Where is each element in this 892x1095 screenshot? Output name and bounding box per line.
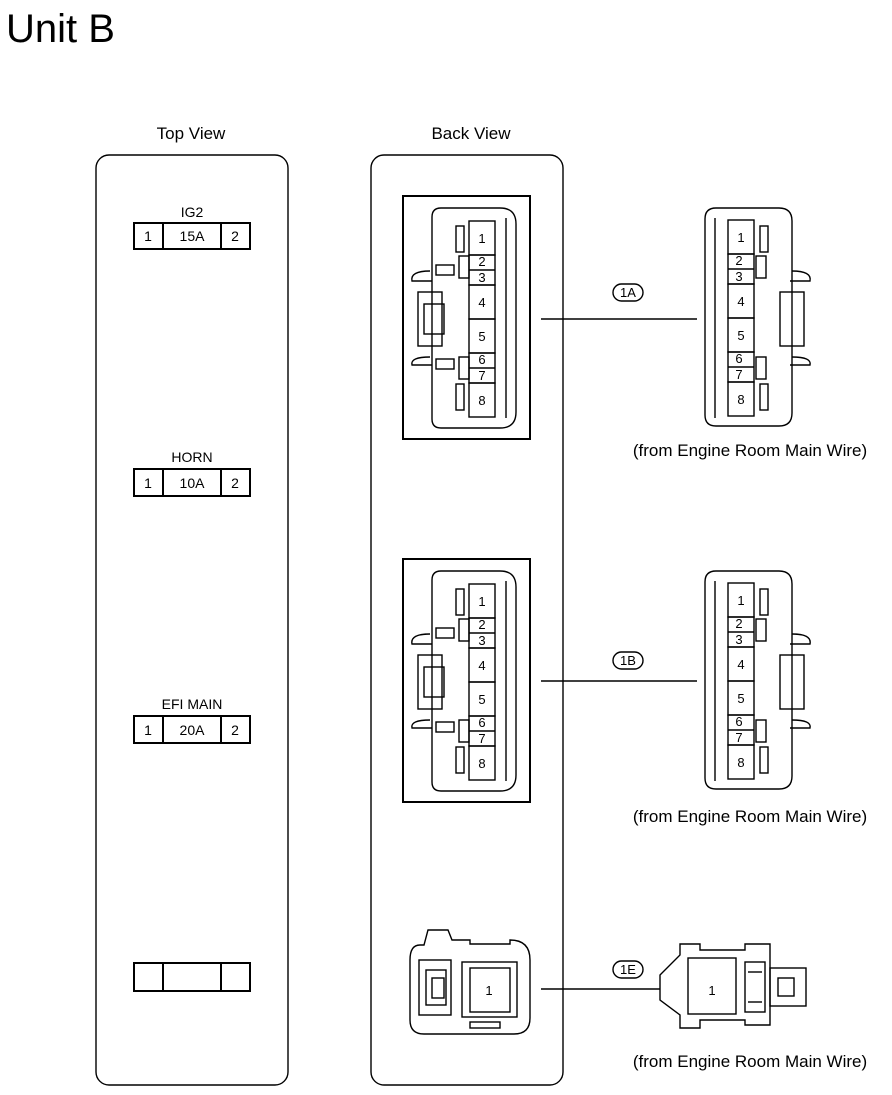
fuse-terminal-left: 1 xyxy=(144,228,152,244)
pin-label: 4 xyxy=(478,658,485,673)
pin-label: 3 xyxy=(735,269,742,284)
pin-label: 2 xyxy=(478,617,485,632)
fuse-name: HORN xyxy=(171,449,212,465)
pin-label: 5 xyxy=(478,329,485,344)
fuse-rating: 20A xyxy=(180,722,206,738)
pin-label: 3 xyxy=(478,270,485,285)
fuse-empty-slot xyxy=(133,962,251,992)
connector-id: 1A xyxy=(620,285,636,300)
fuse-efi-main: EFI MAIN 1 20A 2 xyxy=(133,696,251,744)
pin-label: 7 xyxy=(478,731,485,746)
pin-label: 1 xyxy=(708,983,715,998)
pin-label: 6 xyxy=(478,352,485,367)
pin-label: 1 xyxy=(478,231,485,246)
pin-label: 3 xyxy=(735,632,742,647)
pin-label: 2 xyxy=(478,254,485,269)
connector-id: 1E xyxy=(620,962,636,977)
top-view-label: Top View xyxy=(157,124,226,143)
pin-label: 5 xyxy=(737,691,744,706)
fuse-ig2: IG2 1 15A 2 xyxy=(133,204,251,250)
pin-label: 4 xyxy=(737,657,744,672)
pin-label: 8 xyxy=(737,755,744,770)
fuse-terminal-right: 2 xyxy=(231,228,239,244)
connector-1a-back: 1 2 3 4 5 6 7 8 xyxy=(402,195,531,440)
fuse-horn: HORN 1 10A 2 xyxy=(133,449,251,497)
pin-label: 8 xyxy=(737,392,744,407)
pin-label: 3 xyxy=(478,633,485,648)
pin-label: 2 xyxy=(735,253,742,268)
pin-label: 5 xyxy=(737,328,744,343)
pin-label: 5 xyxy=(478,692,485,707)
connector-1b-source: (from Engine Room Main Wire) xyxy=(633,807,867,826)
pin-label: 2 xyxy=(735,616,742,631)
connector-1e-back: 1 xyxy=(409,929,531,1035)
fuse-terminal-right: 2 xyxy=(231,722,239,738)
fuse-body xyxy=(133,222,251,250)
connector-1b-tag: 1B xyxy=(612,651,644,670)
connector-1b-harness: 1 2 3 4 5 6 7 8 xyxy=(704,570,811,790)
pin-label: 1 xyxy=(737,593,744,608)
fuse-name: EFI MAIN xyxy=(162,696,223,712)
connector-1a-tag: 1A xyxy=(612,283,644,302)
pin-label: 7 xyxy=(735,367,742,382)
back-view-label: Back View xyxy=(431,124,511,143)
fuse-body xyxy=(133,715,251,744)
fuse-rating: 15A xyxy=(180,228,206,244)
fuse-name: IG2 xyxy=(181,204,204,220)
pin-label: 6 xyxy=(478,715,485,730)
fuse-body xyxy=(133,962,251,992)
fuse-terminal-left: 1 xyxy=(144,475,152,491)
connector-id: 1B xyxy=(620,653,636,668)
diagram-title: Unit B xyxy=(6,7,115,51)
back-view-panel xyxy=(370,154,564,1086)
connector-1e-harness: 1 xyxy=(659,943,807,1029)
pin-label: 1 xyxy=(478,594,485,609)
pin-label: 4 xyxy=(478,295,485,310)
pin-label: 4 xyxy=(737,294,744,309)
connector-1b-back: 1 2 3 4 5 6 7 8 xyxy=(402,558,531,803)
pin-label: 8 xyxy=(478,756,485,771)
pin-label: 6 xyxy=(735,351,742,366)
fuse-terminal-left: 1 xyxy=(144,722,152,738)
connector-1e-source: (from Engine Room Main Wire) xyxy=(633,1052,867,1071)
fuse-rating: 10A xyxy=(180,475,206,491)
pin-label: 1 xyxy=(737,230,744,245)
fuse-body xyxy=(133,468,251,497)
connector-1a-harness: 1 2 3 4 5 6 7 8 xyxy=(704,207,811,427)
pin-label: 7 xyxy=(478,368,485,383)
top-view-panel xyxy=(95,154,289,1086)
pin-label: 7 xyxy=(735,730,742,745)
fuse-terminal-right: 2 xyxy=(231,475,239,491)
connector-1a-source: (from Engine Room Main Wire) xyxy=(633,441,867,460)
pin-label: 1 xyxy=(485,983,492,998)
connector-1e-tag: 1E xyxy=(612,960,644,979)
pin-label: 8 xyxy=(478,393,485,408)
pin-label: 6 xyxy=(735,714,742,729)
